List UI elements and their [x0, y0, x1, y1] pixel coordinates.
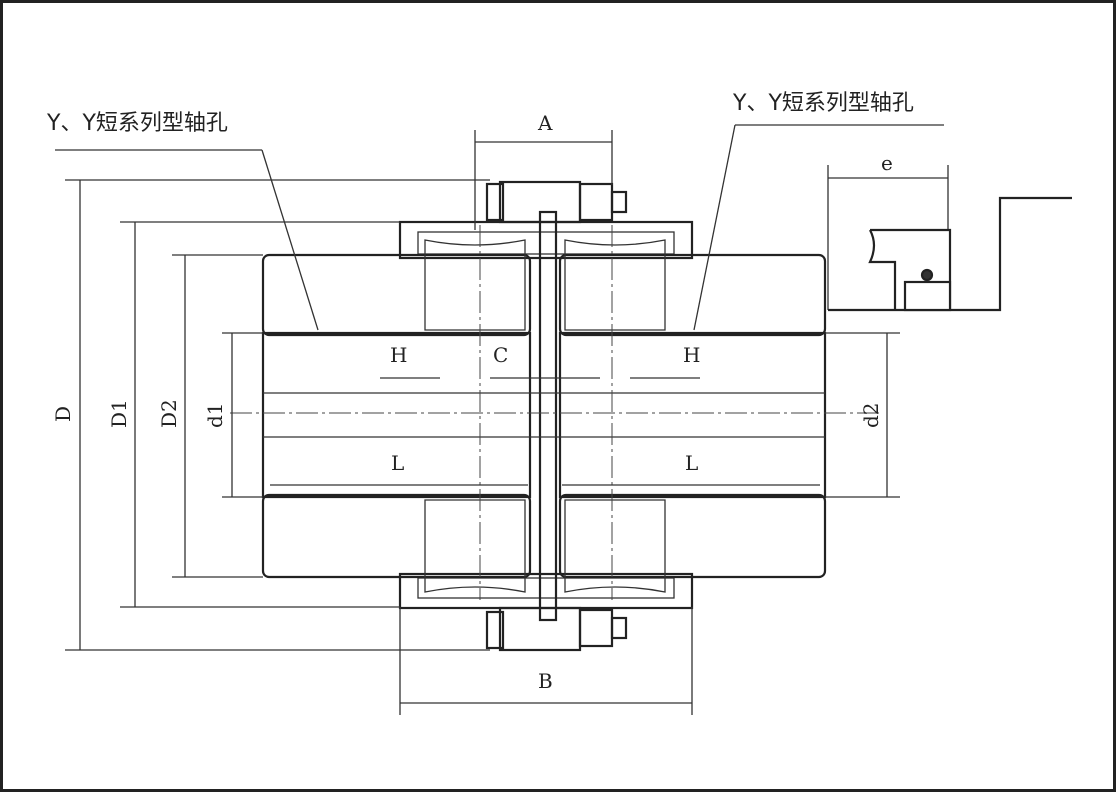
dim-L-right: L	[685, 451, 698, 475]
dim-e: e	[881, 151, 893, 175]
dim-L-left: L	[391, 451, 404, 475]
left-hub	[261, 239, 532, 593]
dimension-lines	[55, 124, 949, 715]
outer-sleeve	[398, 220, 694, 610]
dim-H-right: H	[683, 343, 700, 367]
callout-left: Y、Y短系列型轴孔	[46, 111, 228, 136]
dim-A: A	[537, 111, 553, 135]
seal-detail	[828, 196, 1072, 312]
dim-D1: D1	[107, 399, 131, 428]
callout-right: Y、Y短系列型轴孔	[732, 91, 914, 116]
dim-d1: d1	[203, 402, 227, 428]
dim-C: C	[493, 343, 508, 367]
dim-d2: d2	[859, 402, 883, 428]
dim-D2: D2	[157, 399, 181, 428]
dim-B: B	[538, 669, 553, 693]
right-hub	[558, 239, 827, 593]
dim-H-left: H	[390, 343, 407, 367]
center-plate	[538, 210, 558, 622]
dim-D: D	[51, 406, 75, 422]
